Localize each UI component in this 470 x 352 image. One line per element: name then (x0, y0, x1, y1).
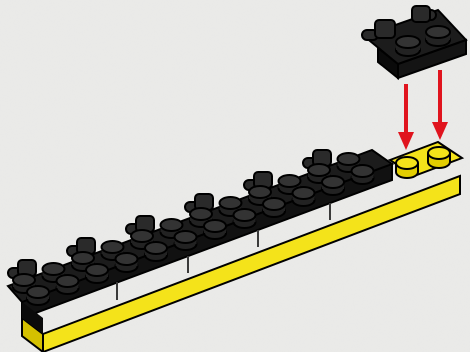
black-stud (352, 165, 374, 184)
black-stud (293, 187, 315, 206)
black-stud (426, 26, 450, 46)
black-stud (175, 231, 197, 250)
black-stud (116, 253, 138, 272)
black-stud (322, 176, 344, 195)
black-stud (396, 36, 420, 56)
black-stud (204, 220, 226, 239)
black-stud (145, 242, 167, 261)
black-stud (234, 209, 256, 228)
black-stud (86, 264, 108, 283)
black-stud (263, 198, 285, 217)
black-stud (57, 275, 79, 294)
yellow-stud (428, 147, 450, 168)
yellow-stud (396, 157, 418, 178)
black-stud (27, 286, 49, 305)
